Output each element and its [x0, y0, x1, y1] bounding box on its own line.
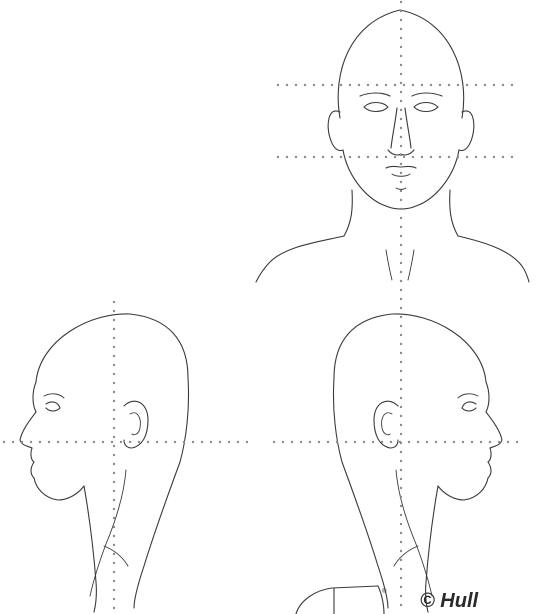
left-profile-head	[20, 314, 189, 612]
logo	[296, 586, 384, 614]
proportion-guides	[4, 2, 520, 614]
right-profile-head	[333, 314, 502, 612]
registered-mark: ®	[382, 589, 386, 595]
front-view-head	[256, 10, 529, 282]
copyright-text: © Hull	[420, 590, 478, 613]
front-view-face	[360, 93, 442, 190]
